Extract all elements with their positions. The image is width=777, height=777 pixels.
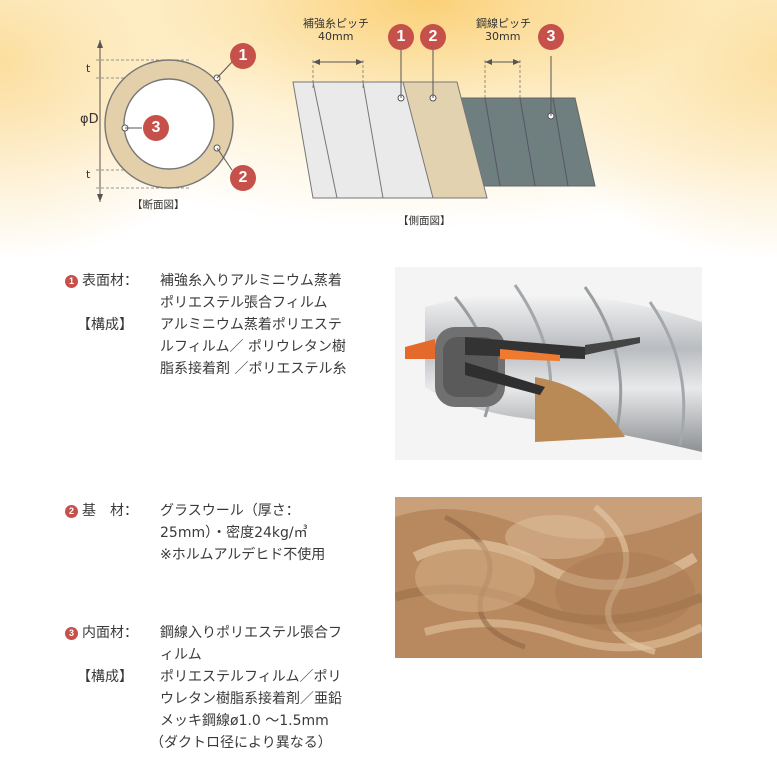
section-1-badge: 1 (65, 274, 78, 288)
duct-cutting-illustration (405, 284, 702, 452)
badge-3-cross: 3 (143, 115, 169, 141)
section-2-title: 基 材： (82, 503, 138, 519)
pitch-steel-value: 30mm (485, 30, 521, 43)
section-1-sub-line-3: 脂系接着剤 ／ポリエステル糸 (160, 361, 347, 377)
section-3-sub-line-3: メッキ鋼線ø1.0 ～1.5mm (160, 713, 329, 729)
section-1-line-2: ポリエステル張合フィルム (160, 295, 328, 311)
section-3-badge: 3 (65, 626, 78, 640)
badge-2-side: 2 (420, 24, 446, 50)
pitch-reinforce-value: 40mm (318, 30, 354, 43)
badge-2-cross: 2 (230, 165, 256, 191)
section-base-material: 2 基 材： グラスウール（厚さ： 25mm）・密度24kg/㎥ ※ホルムアルデ… (65, 500, 325, 566)
section-3-sub-line-4: （ダクトロ径により異なる） (150, 735, 332, 751)
cross-section-diagram (96, 40, 234, 202)
badge-3-side: 3 (538, 24, 564, 50)
side-view-diagram (292, 50, 596, 199)
section-1-line-1: 補強糸入りアルミニウム蒸着 (160, 273, 342, 289)
section-inner-material: 3 内面材： 鋼線入りポリエステル張合フ ィルム 【構成】 ポリエステルフィルム… (65, 622, 342, 754)
glass-wool-photo (395, 497, 702, 658)
pitch-reinforce-label: 補強糸ピッチ (303, 17, 369, 30)
section-3-sub-line-2: ウレタン樹脂系接着剤／亜鉛 (160, 691, 342, 707)
section-1-sub-title: 【構成】 (77, 317, 133, 333)
badge-1-cross: 1 (230, 43, 256, 69)
section-2-line-3: ※ホルムアルデヒド不使用 (160, 547, 326, 563)
section-surface-material: 1 表面材： 補強糸入りアルミニウム蒸着 ポリエステル張合フィルム 【構成】 ア… (65, 270, 346, 380)
side-view-caption: 【側面図】 (398, 215, 451, 227)
section-3-sub-line-1: ポリエステルフィルム／ポリ (160, 669, 342, 685)
badge-1-side: 1 (388, 24, 414, 50)
section-2-line-1: グラスウール（厚さ： (160, 503, 300, 519)
section-3-line-2: ィルム (160, 647, 202, 663)
pitch-steel-label: 鋼線ピッチ (476, 17, 531, 30)
section-2-line-2: 25mm）・密度24kg/㎥ (160, 525, 308, 541)
section-2-badge: 2 (65, 504, 78, 518)
cross-section-caption: 【断面図】 (132, 199, 185, 211)
section-3-sub-title: 【構成】 (77, 669, 133, 685)
section-1-title: 表面材： (82, 273, 138, 289)
glass-wool-illustration (395, 497, 702, 658)
section-3-line-1: 鋼線入りポリエステル張合フ (160, 625, 342, 641)
dim-t-bottom: t (86, 168, 91, 181)
section-1-sub-line-2: ルフィルム／ ポリウレタン樹 (160, 339, 346, 355)
dim-diameter: φD (80, 112, 99, 127)
section-3-title: 内面材： (82, 625, 138, 641)
section-1-sub-line-1: アルミニウム蒸着ポリエステ (160, 317, 342, 333)
duct-cutting-photo (395, 267, 702, 460)
dim-t-top: t (86, 62, 91, 75)
